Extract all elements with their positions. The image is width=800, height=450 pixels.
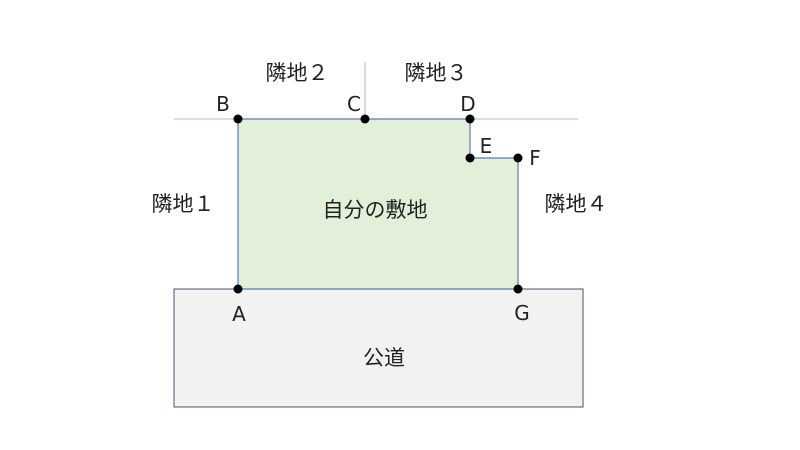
point-c-label: C	[347, 92, 361, 116]
neighbor-4-label: 隣地４	[545, 192, 608, 216]
point-d-marker	[465, 114, 475, 124]
neighbor-1-label: 隣地１	[152, 192, 215, 216]
point-c-marker	[360, 114, 370, 124]
point-b-marker	[233, 114, 243, 124]
own-land-label: 自分の敷地	[323, 198, 428, 222]
point-a-label: A	[232, 302, 246, 326]
public-road	[173, 288, 584, 408]
public-road-label: 公道	[363, 346, 405, 370]
point-a-marker	[233, 284, 243, 294]
point-e-label: E	[480, 134, 493, 158]
point-f-label: F	[529, 146, 541, 170]
point-g-label: G	[514, 301, 530, 325]
point-b-label: B	[216, 92, 230, 116]
point-f-marker	[513, 153, 523, 163]
neighbor-3-label: 隣地３	[405, 61, 468, 85]
point-g-marker	[513, 284, 523, 294]
point-e-marker	[465, 153, 475, 163]
point-d-label: D	[460, 92, 475, 116]
neighbor-2-label: 隣地２	[266, 61, 329, 85]
